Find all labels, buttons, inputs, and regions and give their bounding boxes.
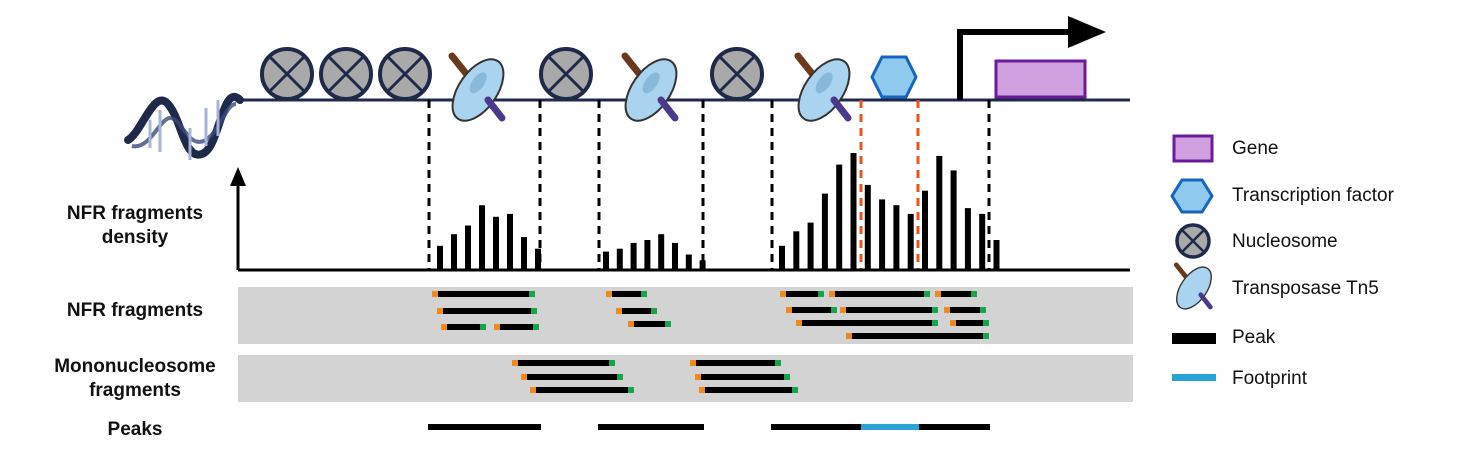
- nfr-row-label: NFR fragments: [66, 300, 204, 321]
- transposase-tn5-icon: [615, 50, 686, 129]
- density-bar: [793, 231, 800, 269]
- legend-tf-label: Transcription factor: [1232, 185, 1394, 206]
- fragment: [512, 360, 615, 366]
- nfr-fragments-track: [238, 287, 1133, 344]
- mono-label-line2: fragments: [89, 380, 181, 401]
- legend-nucleosome-label: Nucleosome: [1232, 231, 1338, 252]
- fragment: [780, 291, 824, 297]
- density-bar: [465, 225, 471, 269]
- nucleosome-icon: [319, 47, 373, 101]
- density-bar: [936, 155, 943, 269]
- density-bar: [993, 240, 1000, 269]
- fragment: [840, 307, 938, 313]
- transcription-factor-icon: [870, 55, 918, 99]
- legend-tf-swatch: [1170, 178, 1214, 214]
- density-bar: [507, 213, 513, 269]
- fragment: [628, 321, 671, 327]
- fragment: [616, 308, 657, 314]
- density-bar: [699, 260, 706, 269]
- density-bar: [979, 213, 986, 269]
- density-bar: [821, 193, 828, 269]
- fragment: [796, 320, 938, 326]
- density-label-line2: density: [101, 227, 169, 248]
- mononucleosome-fragment-list: [512, 360, 798, 393]
- density-axes: [230, 167, 1130, 272]
- density-bar: [850, 153, 857, 269]
- fragment: [432, 291, 535, 297]
- legend-nucleosome-swatch: [1175, 223, 1211, 259]
- density-bar: [922, 190, 928, 269]
- density-bar: [616, 248, 623, 269]
- density-bar: [685, 254, 692, 269]
- footprint-bar: [861, 424, 919, 430]
- legend-peak-swatch: [1172, 333, 1216, 344]
- fragment: [786, 307, 837, 313]
- fragment: [606, 291, 647, 297]
- density-bar: [630, 242, 637, 269]
- transposase-tn5-icon: [788, 50, 859, 129]
- density-bar: [437, 245, 443, 269]
- legend-tn5-label: Transposase Tn5: [1232, 278, 1379, 299]
- density-bar: [864, 184, 871, 269]
- density-bar: [658, 234, 665, 269]
- peak-boundary-lines: [427, 100, 991, 270]
- legend-gene-label: Gene: [1232, 138, 1279, 159]
- fragment: [690, 360, 781, 366]
- nucleosome-icon: [260, 47, 314, 101]
- fragment: [944, 307, 986, 313]
- fragment: [846, 333, 989, 339]
- peaks-track: [428, 424, 990, 430]
- density-row-label: NFR fragments density: [40, 202, 230, 250]
- density-bar: [535, 248, 541, 269]
- transposase-tn5-icon: [442, 50, 513, 129]
- density-bar: [950, 170, 957, 269]
- density-bar: [521, 237, 527, 269]
- density-bar: [836, 164, 843, 269]
- fragment: [494, 324, 539, 330]
- density-histogram: [437, 153, 1000, 269]
- density-bar: [603, 251, 609, 269]
- legend-footprint-swatch: [1172, 374, 1216, 381]
- density-bar: [879, 199, 886, 269]
- mono-label-line1: Mononucleosome: [54, 356, 216, 377]
- fragment: [695, 374, 790, 380]
- density-bar: [451, 234, 457, 269]
- density-label-line1: NFR fragments: [66, 203, 204, 224]
- legend-peak-label: Peak: [1232, 327, 1276, 348]
- density-bar: [479, 205, 485, 269]
- nfr-fragment-list: [432, 291, 989, 339]
- fragment: [521, 374, 623, 380]
- tss-arrow-icon: [957, 16, 1106, 100]
- gene-icon: [994, 59, 1087, 99]
- density-bar: [493, 216, 499, 269]
- density-bar: [672, 242, 678, 269]
- legend-tn5-swatch: [1173, 262, 1213, 310]
- fragment: [829, 291, 930, 297]
- nucleosome-icon: [710, 47, 764, 101]
- fragment: [530, 387, 634, 393]
- mononucleosome-fragments-track: [238, 355, 1133, 402]
- mono-row-label: Mononucleosome fragments: [30, 355, 240, 403]
- fragment: [441, 324, 486, 330]
- density-bar: [893, 205, 900, 269]
- fragment: [699, 387, 798, 393]
- legend-gene-swatch: [1172, 134, 1214, 163]
- nucleosome-icon: [539, 47, 593, 101]
- density-bar: [807, 222, 814, 269]
- peaks-row-label: Peaks: [107, 419, 163, 440]
- fragment: [950, 320, 989, 326]
- nucleosome-icon: [378, 47, 432, 101]
- legend-footprint-label: Footprint: [1232, 368, 1307, 389]
- density-bar: [964, 208, 971, 269]
- fragment: [437, 308, 537, 314]
- footprint-cut-lines: [859, 100, 920, 270]
- density-bar: [907, 213, 914, 269]
- density-bar: [779, 245, 785, 269]
- density-bar: [644, 240, 651, 269]
- fragment: [935, 291, 977, 297]
- dna-helix-icon: [124, 93, 244, 160]
